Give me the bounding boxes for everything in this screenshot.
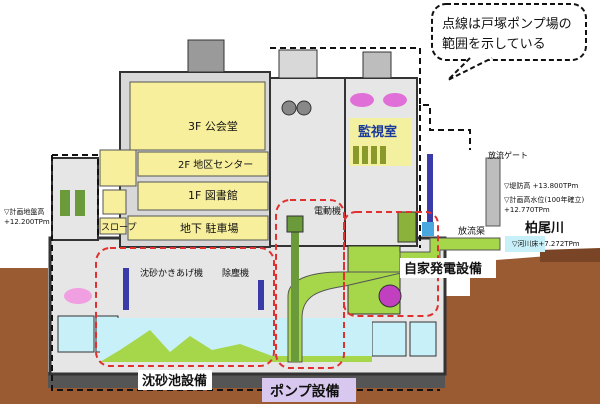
small-yellow-room xyxy=(102,189,127,215)
callout-line-2: 範囲を示している xyxy=(442,37,546,52)
floor-b1-label: 地下 駐車場 xyxy=(180,221,239,235)
pump-section-label: ポンプ設備 xyxy=(270,383,340,400)
floor-2f-label: 2F 地区センター xyxy=(178,158,253,171)
magenta-tank-top xyxy=(350,93,374,107)
motor-shaft xyxy=(291,222,299,362)
monitor-cabinet xyxy=(371,146,377,164)
generator-section-label: 自家発電設備 xyxy=(404,261,482,277)
left-water-tank xyxy=(57,315,95,353)
monitor-cabinet xyxy=(362,146,368,164)
grit-label-bg xyxy=(138,370,212,390)
left-level-value: +12.200TPm xyxy=(4,218,50,226)
embankment-level: ▽堤防高 +13.800TPm xyxy=(504,181,578,190)
left-silo xyxy=(75,190,85,216)
riverbed-level: ▽河川床+7.272TPm xyxy=(512,239,580,248)
motor-body xyxy=(286,215,304,233)
discharge-gate-column xyxy=(485,157,501,227)
pump-outflow-pipe xyxy=(287,237,501,363)
callout-line-1: 点線は戸塚ポンプ場の xyxy=(442,16,572,32)
generator-machine xyxy=(397,211,417,243)
roof-unit-2 xyxy=(362,51,392,79)
slope-label: スロープ xyxy=(101,222,136,233)
grit-section-label: 沈砂池設備 xyxy=(142,373,207,389)
pump-section-outline xyxy=(275,199,345,369)
callout-pointer xyxy=(447,57,493,81)
pump-label-bg xyxy=(262,378,356,402)
left-pink-tank xyxy=(64,288,92,304)
dust-removal-machine xyxy=(258,280,264,310)
grit-chamber-outline xyxy=(95,247,275,367)
floor-3f-label: 3F 公会堂 xyxy=(188,120,238,133)
generator-label-bg xyxy=(400,258,496,278)
civic-floors xyxy=(99,81,269,241)
flood-level: ▽計画高水位(100年確立) xyxy=(504,195,584,204)
right-water-tank xyxy=(371,321,407,357)
monitor-cabinet xyxy=(380,146,386,164)
left-floor-block xyxy=(99,149,137,187)
sand-lift-label: 沈砂かきあげ機 xyxy=(140,267,203,279)
monitor-equipment xyxy=(353,146,386,164)
discharge-gate-label: 放流ゲート xyxy=(488,150,528,160)
river-water xyxy=(505,236,545,252)
river-bank xyxy=(540,248,600,262)
monitor-cabinet xyxy=(353,146,359,164)
pump-station-range-outline xyxy=(52,47,471,248)
river-label: 柏尾川 xyxy=(525,220,564,236)
generator-unit xyxy=(378,284,402,308)
gate-water xyxy=(422,222,434,236)
generator-section-outline xyxy=(343,211,439,317)
roof-unit-1 xyxy=(278,49,318,79)
monitor-room-label: 監視室 xyxy=(358,124,397,140)
discharge-gate-post xyxy=(427,154,433,224)
right-water-tank-2 xyxy=(409,321,437,357)
rooftop-structure xyxy=(187,39,225,73)
winch-wheel xyxy=(281,100,297,116)
left-level-title: ▽計画地盤高 xyxy=(4,207,44,216)
callout-bubble xyxy=(431,3,587,61)
motor-label: 電動機 xyxy=(314,205,341,217)
sand-lift-machine xyxy=(123,268,129,310)
floor-1f-block xyxy=(137,181,269,211)
ground-soil xyxy=(0,252,600,404)
floor-1f-label: 1F 図書館 xyxy=(188,188,238,202)
left-silo xyxy=(60,190,70,216)
floor-2f-block xyxy=(137,151,269,177)
flood-level-value: +12.770TPm xyxy=(504,206,550,214)
floor-b1-block xyxy=(127,215,269,241)
slope-block xyxy=(99,217,127,235)
floor-3f-block xyxy=(129,81,266,151)
winch-wheel xyxy=(296,100,312,116)
sewage-sediment xyxy=(100,330,372,362)
dust-removal-label: 除塵機 xyxy=(222,267,249,279)
discharge-channel-label: 放流渠 xyxy=(458,225,485,237)
magenta-tank-top-2 xyxy=(383,93,407,107)
